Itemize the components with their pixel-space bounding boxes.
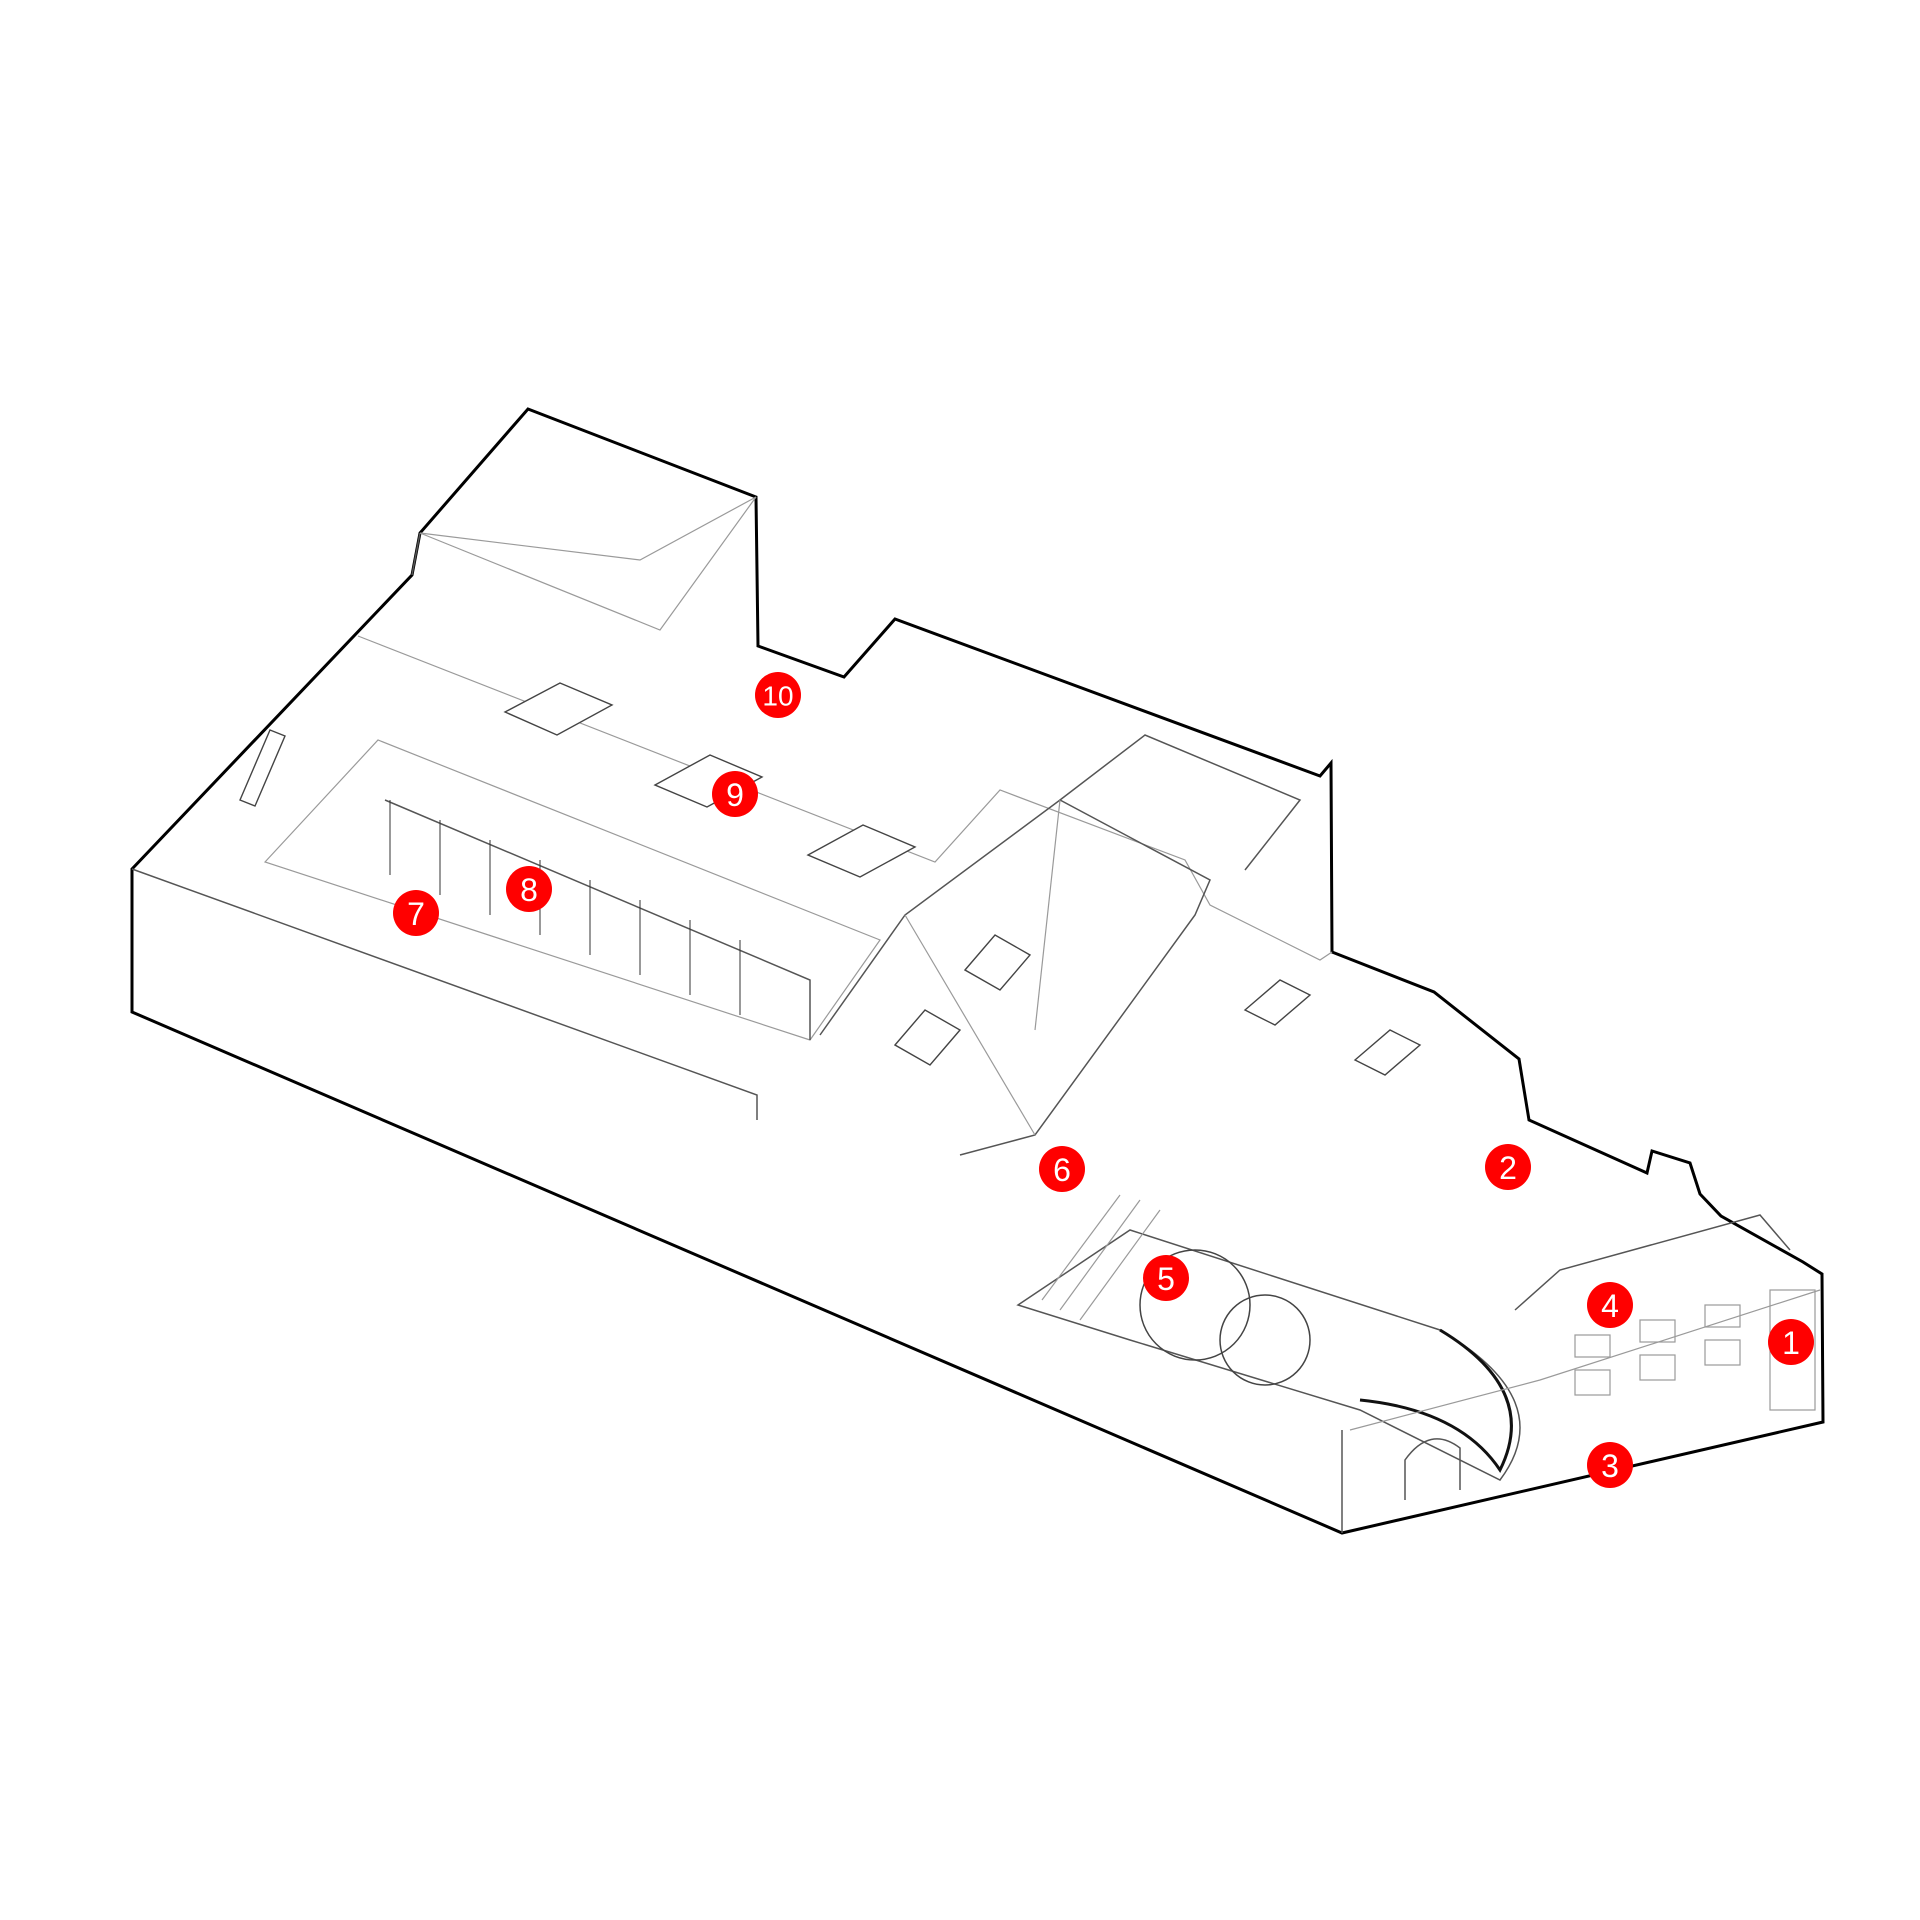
- marker-label: 4: [1601, 1288, 1619, 1324]
- marker-10[interactable]: 10: [755, 672, 801, 718]
- marker-3[interactable]: 3: [1587, 1442, 1633, 1488]
- marker-9[interactable]: 9: [712, 771, 758, 817]
- marker-5[interactable]: 5: [1143, 1255, 1189, 1301]
- central-roofs: [819, 734, 1302, 1156]
- marker-label: 5: [1157, 1261, 1175, 1297]
- marker-label: 9: [726, 777, 744, 813]
- location-markers: 1 2 3 4 5 6 7 8 9 10: [393, 672, 1814, 1488]
- marker-2[interactable]: 2: [1485, 1144, 1531, 1190]
- marker-7[interactable]: 7: [393, 890, 439, 936]
- marker-4[interactable]: 4: [1587, 1282, 1633, 1328]
- base-edges: [131, 496, 1333, 1120]
- marker-label: 10: [762, 681, 793, 712]
- marker-label: 6: [1053, 1152, 1071, 1188]
- street-facade: [1341, 1214, 1821, 1533]
- marker-label: 1: [1782, 1325, 1800, 1361]
- marker-label: 2: [1499, 1150, 1517, 1186]
- marker-6[interactable]: 6: [1039, 1146, 1085, 1192]
- marker-1[interactable]: 1: [1768, 1319, 1814, 1365]
- marker-8[interactable]: 8: [506, 866, 552, 912]
- roof-skylights: [239, 682, 1422, 1076]
- marker-label: 3: [1601, 1448, 1619, 1484]
- marker-label: 8: [520, 872, 538, 908]
- marker-label: 7: [407, 896, 425, 932]
